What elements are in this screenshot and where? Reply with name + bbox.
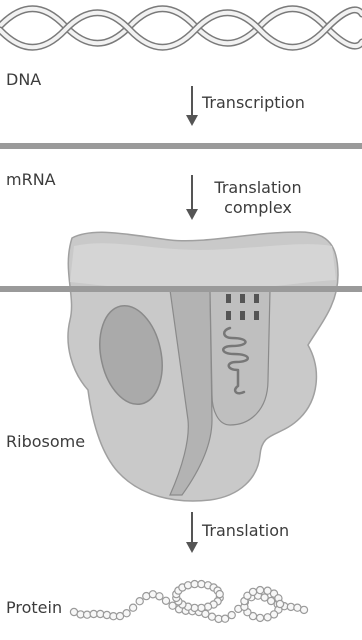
protein-bead bbox=[204, 603, 211, 610]
protein-bead bbox=[156, 593, 163, 600]
protein-chain bbox=[70, 581, 307, 623]
protein-bead bbox=[222, 615, 229, 622]
step-translation-complex: Translation complex bbox=[198, 178, 318, 218]
protein-bead bbox=[257, 587, 264, 594]
protein-bead bbox=[97, 610, 104, 617]
label-ribosome: Ribosome bbox=[6, 432, 85, 452]
protein-bead bbox=[130, 604, 137, 611]
label-mrna: mRNA bbox=[6, 170, 56, 190]
label-protein: Protein bbox=[6, 598, 62, 618]
mrna-strand bbox=[0, 143, 362, 149]
dna-helix bbox=[0, 9, 362, 48]
protein-bead bbox=[216, 591, 223, 598]
protein-bead bbox=[162, 597, 169, 604]
mrna-in-ribosome bbox=[0, 286, 362, 292]
protein-bead bbox=[184, 582, 191, 589]
protein-bead bbox=[228, 612, 235, 619]
label-dna: DNA bbox=[6, 70, 41, 90]
protein-bead bbox=[300, 606, 307, 613]
ribosome-tunnel bbox=[210, 290, 270, 425]
arrow-translation-complex bbox=[186, 175, 198, 220]
step-translation-complex-line1: Translation bbox=[198, 178, 318, 198]
arrow-transcription bbox=[186, 86, 198, 126]
step-translation-complex-line2: complex bbox=[198, 198, 318, 218]
protein-bead bbox=[198, 581, 205, 588]
step-translation: Translation bbox=[202, 521, 289, 541]
protein-bead bbox=[276, 600, 283, 607]
arrow-translation bbox=[186, 512, 198, 553]
ribosome-complex bbox=[0, 232, 362, 501]
protein-bead bbox=[191, 581, 198, 588]
step-transcription: Transcription bbox=[202, 93, 305, 113]
protein-bead bbox=[249, 588, 256, 595]
protein-bead bbox=[123, 610, 130, 617]
protein-bead bbox=[136, 598, 143, 605]
protein-bead bbox=[264, 614, 271, 621]
protein-bead bbox=[191, 604, 198, 611]
protein-bead bbox=[198, 604, 205, 611]
protein-bead bbox=[257, 614, 264, 621]
